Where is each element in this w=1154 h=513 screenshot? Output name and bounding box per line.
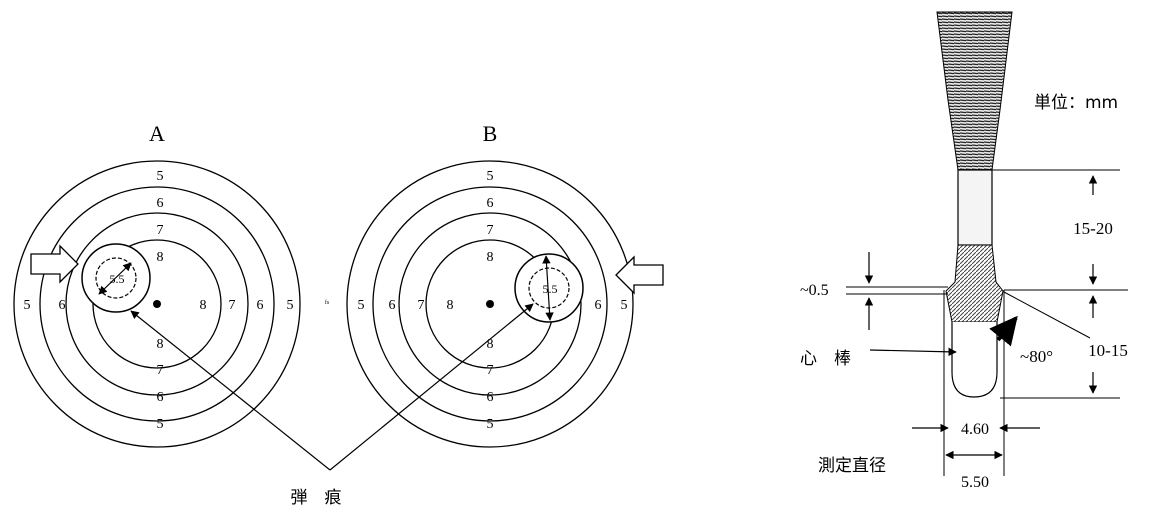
gauge-upper-shank	[957, 169, 993, 246]
target-b-insert-arrow-icon	[615, 255, 664, 295]
target-b-score-bottom-5: 5	[487, 417, 494, 432]
target-b-score-left-8: 8	[447, 298, 454, 313]
gauge-mandrel	[951, 322, 998, 398]
target-b-score-bottom-8: 8	[487, 337, 494, 352]
target-b-hole-score: 5.5	[543, 282, 558, 296]
target-b-score-bottom-7: 7	[487, 363, 494, 378]
target-b-diameter-arrow	[542, 255, 554, 321]
target-b-ring-5	[346, 160, 634, 448]
target-a-hole-score: 5.5	[110, 272, 125, 286]
target-a-score-left-6: 6	[59, 298, 66, 313]
target-b-ring-6	[372, 186, 608, 422]
dim-outer-diameter: 5.50	[961, 474, 989, 491]
angle-arrow	[989, 315, 1018, 347]
target-a-score-right-8: 8	[200, 298, 207, 313]
scoring-gauge: 単位：mm 15-20 10-15 ~0.5 ~80°	[800, 11, 1128, 491]
tiny-mark: fs	[325, 299, 330, 306]
target-b-score-left-7: 7	[418, 298, 425, 313]
target-a-score-right-5: 5	[287, 298, 294, 313]
target-a-ring-6	[39, 186, 275, 422]
unit-label: 単位：mm	[1034, 93, 1118, 113]
gauge-collar	[945, 244, 1004, 323]
target-a-score-top-8: 8	[157, 250, 164, 265]
mandrel-leader-arrow	[869, 347, 957, 357]
dim-ledge: ~0.5	[800, 282, 829, 299]
dim-inner-diameter: 4.60	[961, 421, 989, 438]
target-b-ring-7	[398, 212, 582, 396]
target-b-score-left-5: 5	[358, 298, 365, 313]
target-a-score-top-7: 7	[157, 223, 164, 238]
mandrel-label: 心 棒	[800, 349, 851, 369]
target-a: A 5 6 7 8 8 7 6 5 5 6 8 7 6 5 5.5	[13, 121, 301, 448]
target-a-score-bottom-7: 7	[157, 363, 164, 378]
target-b-score-top-8: 8	[487, 250, 494, 265]
measure-diameter-label: 測定直径	[818, 456, 886, 476]
target-b-score-top-5: 5	[487, 169, 494, 184]
target-a-ring-5	[13, 160, 301, 448]
target-a-label: A	[149, 121, 165, 146]
bullet-hole-label: 弾 痕	[291, 488, 342, 508]
target-b-score-bottom-6: 6	[487, 390, 494, 405]
angle-leader-line	[1003, 291, 1091, 339]
dim-lower-section: 10-15	[1088, 341, 1128, 360]
target-b-score-top-6: 6	[487, 196, 494, 211]
target-a-score-left-5: 5	[24, 298, 31, 313]
target-a-score-top-6: 6	[157, 196, 164, 211]
target-b-score-top-7: 7	[487, 223, 494, 238]
dim-top-section: 15-20	[1073, 219, 1113, 238]
leader-to-target-a	[130, 310, 331, 471]
target-a-score-bottom-5: 5	[157, 417, 164, 432]
target-a-score-top-5: 5	[157, 169, 164, 184]
gauge-threaded-handle	[936, 11, 1013, 171]
bullet-hole-leaders: 弾 痕	[130, 303, 534, 508]
target-a-score-bottom-8: 8	[157, 337, 164, 352]
target-b-score-left-6: 6	[389, 298, 396, 313]
target-a-insert-arrow-icon	[30, 244, 79, 284]
target-b: B 5 6 7 8 8 7 6 5 5 6 7 8 6 5 5.5	[346, 121, 664, 448]
target-a-center-dot	[153, 300, 161, 308]
target-b-label: B	[483, 121, 498, 146]
target-b-center-dot	[486, 300, 494, 308]
dim-angle: ~80°	[1020, 347, 1053, 366]
target-a-score-bottom-6: 6	[157, 390, 164, 405]
target-a-ring-7	[65, 212, 249, 396]
target-a-score-right-7: 7	[229, 298, 236, 313]
target-a-score-right-6: 6	[257, 298, 264, 313]
leader-to-target-b	[329, 303, 534, 471]
target-b-score-right-6: 6	[595, 298, 602, 313]
target-b-score-right-5: 5	[621, 298, 628, 313]
target-a-diameter-arrow	[98, 262, 132, 295]
